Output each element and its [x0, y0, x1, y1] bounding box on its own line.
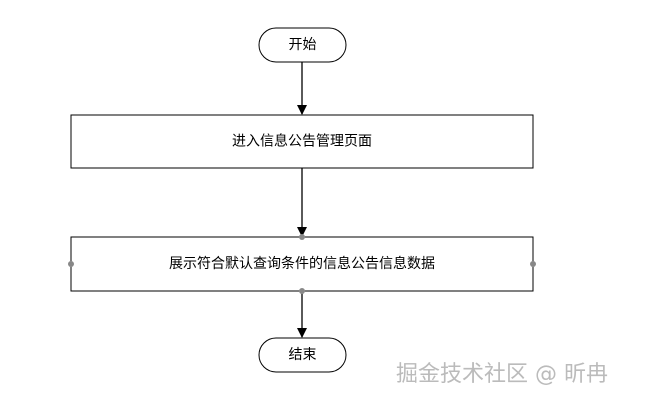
start-node[interactable]: 开始	[258, 27, 347, 63]
end-node[interactable]: 结束	[258, 337, 347, 373]
end-node-label: 结束	[289, 347, 317, 363]
selection-handle-right[interactable]	[530, 261, 536, 267]
process-node-label: 进入信息公告管理页面	[232, 133, 372, 150]
watermark-text: 掘金技术社区 @ 昕冉	[396, 362, 608, 387]
process-node-show-data[interactable]: 展示符合默认查询条件的信息公告信息数据	[68, 234, 536, 294]
selection-handle-bottom[interactable]	[299, 288, 305, 294]
selection-handle-left[interactable]	[68, 261, 74, 267]
start-node-label: 开始	[289, 37, 317, 53]
process-node-label: 展示符合默认查询条件的信息公告信息数据	[169, 255, 435, 272]
process-node-enter-page[interactable]: 进入信息公告管理页面	[70, 114, 534, 169]
selection-handle-top[interactable]	[299, 234, 305, 240]
